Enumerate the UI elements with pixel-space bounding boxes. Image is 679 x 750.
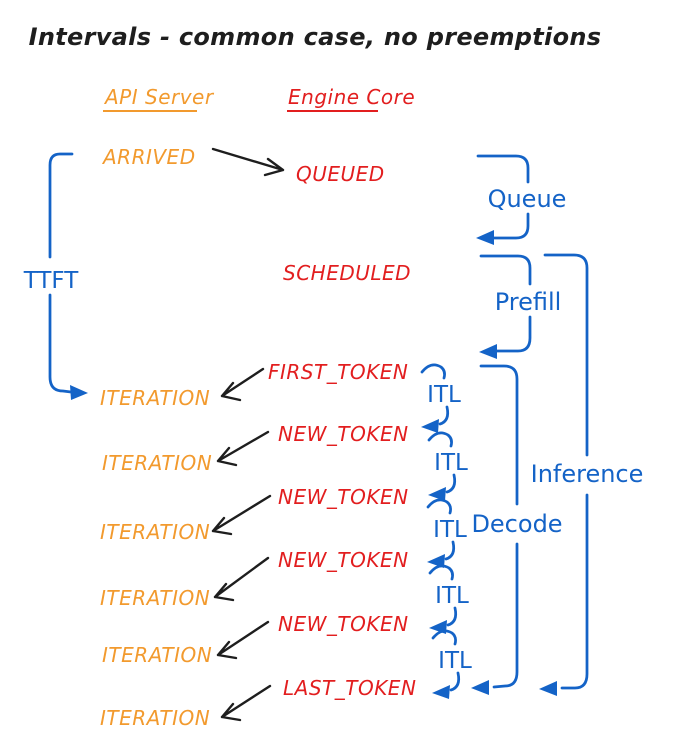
itl-bracket-1 xyxy=(420,363,450,433)
column-header-engine-core: Engine Core xyxy=(288,85,415,109)
interval-itl-label-2: ITL xyxy=(434,450,468,476)
event-iteration-1: ITERATION xyxy=(100,386,210,410)
arrow-first-token-to-iteration-1 xyxy=(220,367,265,402)
interval-ttft-label: TTFT xyxy=(23,268,80,294)
inference-bracket xyxy=(539,253,589,696)
arrow-arrived-to-queued xyxy=(211,147,285,177)
arrow-new-token-1-to-iteration-2 xyxy=(216,430,270,467)
event-scheduled: SCHEDULED xyxy=(283,261,411,285)
event-queued: QUEUED xyxy=(296,162,385,186)
ttft-bracket xyxy=(48,152,88,400)
itl-arrowhead-3 xyxy=(427,554,445,568)
arrow-new-token-4-to-iteration-5 xyxy=(216,620,270,660)
event-new-token-3: NEW_TOKEN xyxy=(278,548,409,572)
itl-bracket-5 xyxy=(431,629,461,699)
event-iteration-5: ITERATION xyxy=(102,643,212,667)
event-new-token-4: NEW_TOKEN xyxy=(278,612,409,636)
interval-itl-label-1: ITL xyxy=(427,382,461,408)
interval-queue-label: Queue xyxy=(488,185,567,213)
itl-bracket-2 xyxy=(427,431,457,501)
event-iteration-2: ITERATION xyxy=(102,451,212,475)
itl-arrowhead-1 xyxy=(421,419,439,433)
interval-itl-label-4: ITL xyxy=(435,583,469,609)
event-last-token: LAST_TOKEN xyxy=(283,676,416,700)
prefill-arrowhead xyxy=(479,344,497,359)
interval-itl-label-3: ITL xyxy=(433,517,467,543)
interval-itl-label-5: ITL xyxy=(438,648,472,674)
interval-decode-label: Decode xyxy=(471,510,562,538)
event-iteration-4: ITERATION xyxy=(100,586,210,610)
event-new-token-2: NEW_TOKEN xyxy=(278,485,409,509)
arrow-new-token-3-to-iteration-4 xyxy=(213,556,270,602)
ttft-arrowhead xyxy=(70,385,88,400)
itl-arrowhead-5 xyxy=(432,685,450,699)
queue-arrowhead xyxy=(476,230,494,245)
queue-bracket xyxy=(476,154,530,245)
event-first-token: FIRST_TOKEN xyxy=(268,360,408,384)
itl-bracket-3 xyxy=(426,498,456,568)
event-arrived: ARRIVED xyxy=(101,145,196,169)
interval-prefill-label: Prefill xyxy=(495,288,562,316)
event-iteration-3: ITERATION xyxy=(100,520,210,544)
itl-arrowhead-2 xyxy=(428,487,446,501)
page-title: Intervals - common case, no preemptions xyxy=(29,23,602,51)
arrow-new-token-2-to-iteration-3 xyxy=(211,494,272,536)
arrow-last-token-to-iteration-6 xyxy=(220,684,272,722)
event-iteration-6: ITERATION xyxy=(100,706,210,730)
prefill-bracket xyxy=(479,254,532,359)
decode-bracket xyxy=(471,364,519,695)
decode-arrowhead xyxy=(471,680,489,695)
event-new-token-1: NEW_TOKEN xyxy=(278,422,409,446)
column-header-api-server: API Server xyxy=(103,85,215,109)
inference-arrowhead xyxy=(539,681,557,696)
interval-inference-label: Inference xyxy=(531,460,644,488)
